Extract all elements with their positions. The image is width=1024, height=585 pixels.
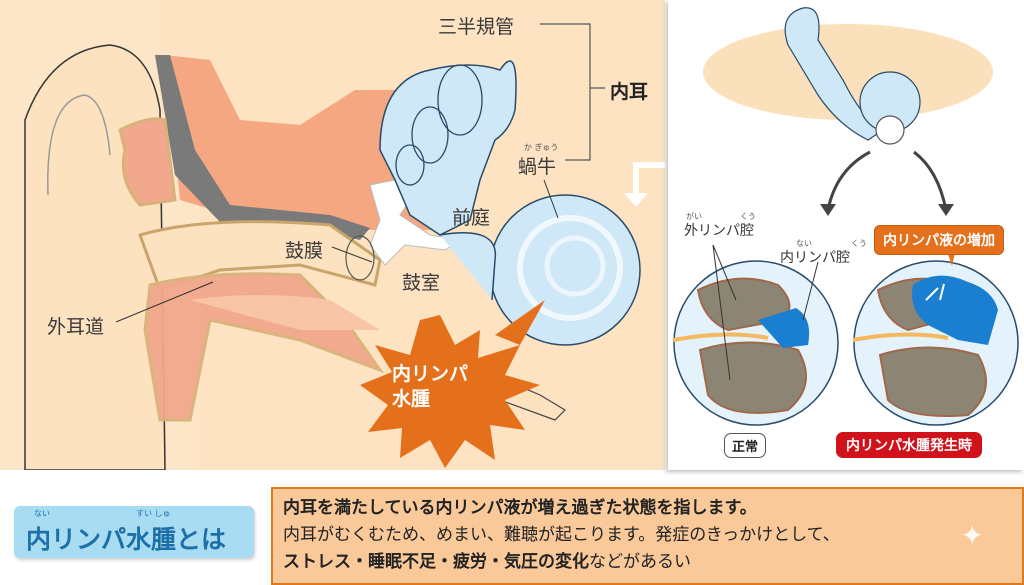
- description-box: 内耳を満たしている内リンパ液が増え過ぎた状態を指します。 内耳がむくむため、めま…: [271, 487, 1024, 585]
- starburst-shape: [360, 315, 540, 468]
- section-title: 内リンパ水腫とは: [26, 525, 227, 554]
- description-line-2: 内耳がむくむため、めまい、難聴が起こります。発症のきっかけとして、: [283, 525, 840, 545]
- description-line-1: 内耳を満たしている内リンパ液が増え過ぎた状態を指します。: [283, 498, 757, 518]
- sparkle-icon: ✦: [960, 519, 984, 552]
- ruby-perilymph-1: がい: [686, 212, 702, 221]
- label-cochlea: 蝸牛: [518, 156, 557, 178]
- normal-badge: 正常: [724, 433, 767, 458]
- label-tympanic-cavity: 鼓室: [402, 272, 441, 294]
- label-vestibule: 前庭: [452, 207, 491, 229]
- title-ruby-1: ない: [34, 509, 50, 518]
- description-line-3-rest: などがあるい: [589, 552, 691, 572]
- label-perilymph-space: 外リンパ腔: [684, 223, 754, 239]
- label-semicircular-canals: 三半規管: [438, 16, 515, 38]
- ear-anatomy-drawing: [24, 23, 665, 470]
- cross-section-drawing: [672, 7, 1019, 426]
- label-ear-canal: 外耳道: [47, 316, 105, 338]
- starburst-label: 内リンパ 水腫: [392, 362, 468, 412]
- description-line-3: ストレス・睡眠不足・疲労・気圧の変化などがあるい: [283, 549, 1012, 576]
- starburst-line-1: 内リンパ: [392, 363, 469, 385]
- label-endolymph-space: 内リンパ腔: [780, 250, 850, 266]
- hydrops-badge: 内リンパ水腫発生時: [836, 432, 982, 458]
- description-line-3-bold: ストレス・睡眠不足・疲労・気圧の変化: [283, 552, 589, 572]
- ruby-endolymph-1: ない: [796, 239, 812, 248]
- ruby-endolymph-2: くう: [851, 239, 867, 248]
- ear-anatomy-diagram: 三半規管 内耳 か ぎゅう 蝸牛 前庭 鼓膜 鼓室 外耳道 内リンパ 水腫: [0, 0, 665, 470]
- label-eardrum: 鼓膜: [285, 240, 324, 262]
- ruby-perilymph-2: くう: [740, 212, 756, 221]
- label-inner-ear: 内耳: [610, 81, 649, 103]
- endolymph-increase-callout: 内リンパ液の増加: [874, 225, 1004, 255]
- starburst-line-2: 水腫: [392, 388, 431, 410]
- ruby-cochlea: か ぎゅう: [524, 143, 559, 152]
- title-ruby-2: すい しゅ: [136, 509, 171, 518]
- cross-section-panel: がい くう 外リンパ腔 ない くう 内リンパ腔: [668, 0, 1024, 470]
- section-title-box: ない すい しゅ 内リンパ水腫とは: [14, 506, 254, 558]
